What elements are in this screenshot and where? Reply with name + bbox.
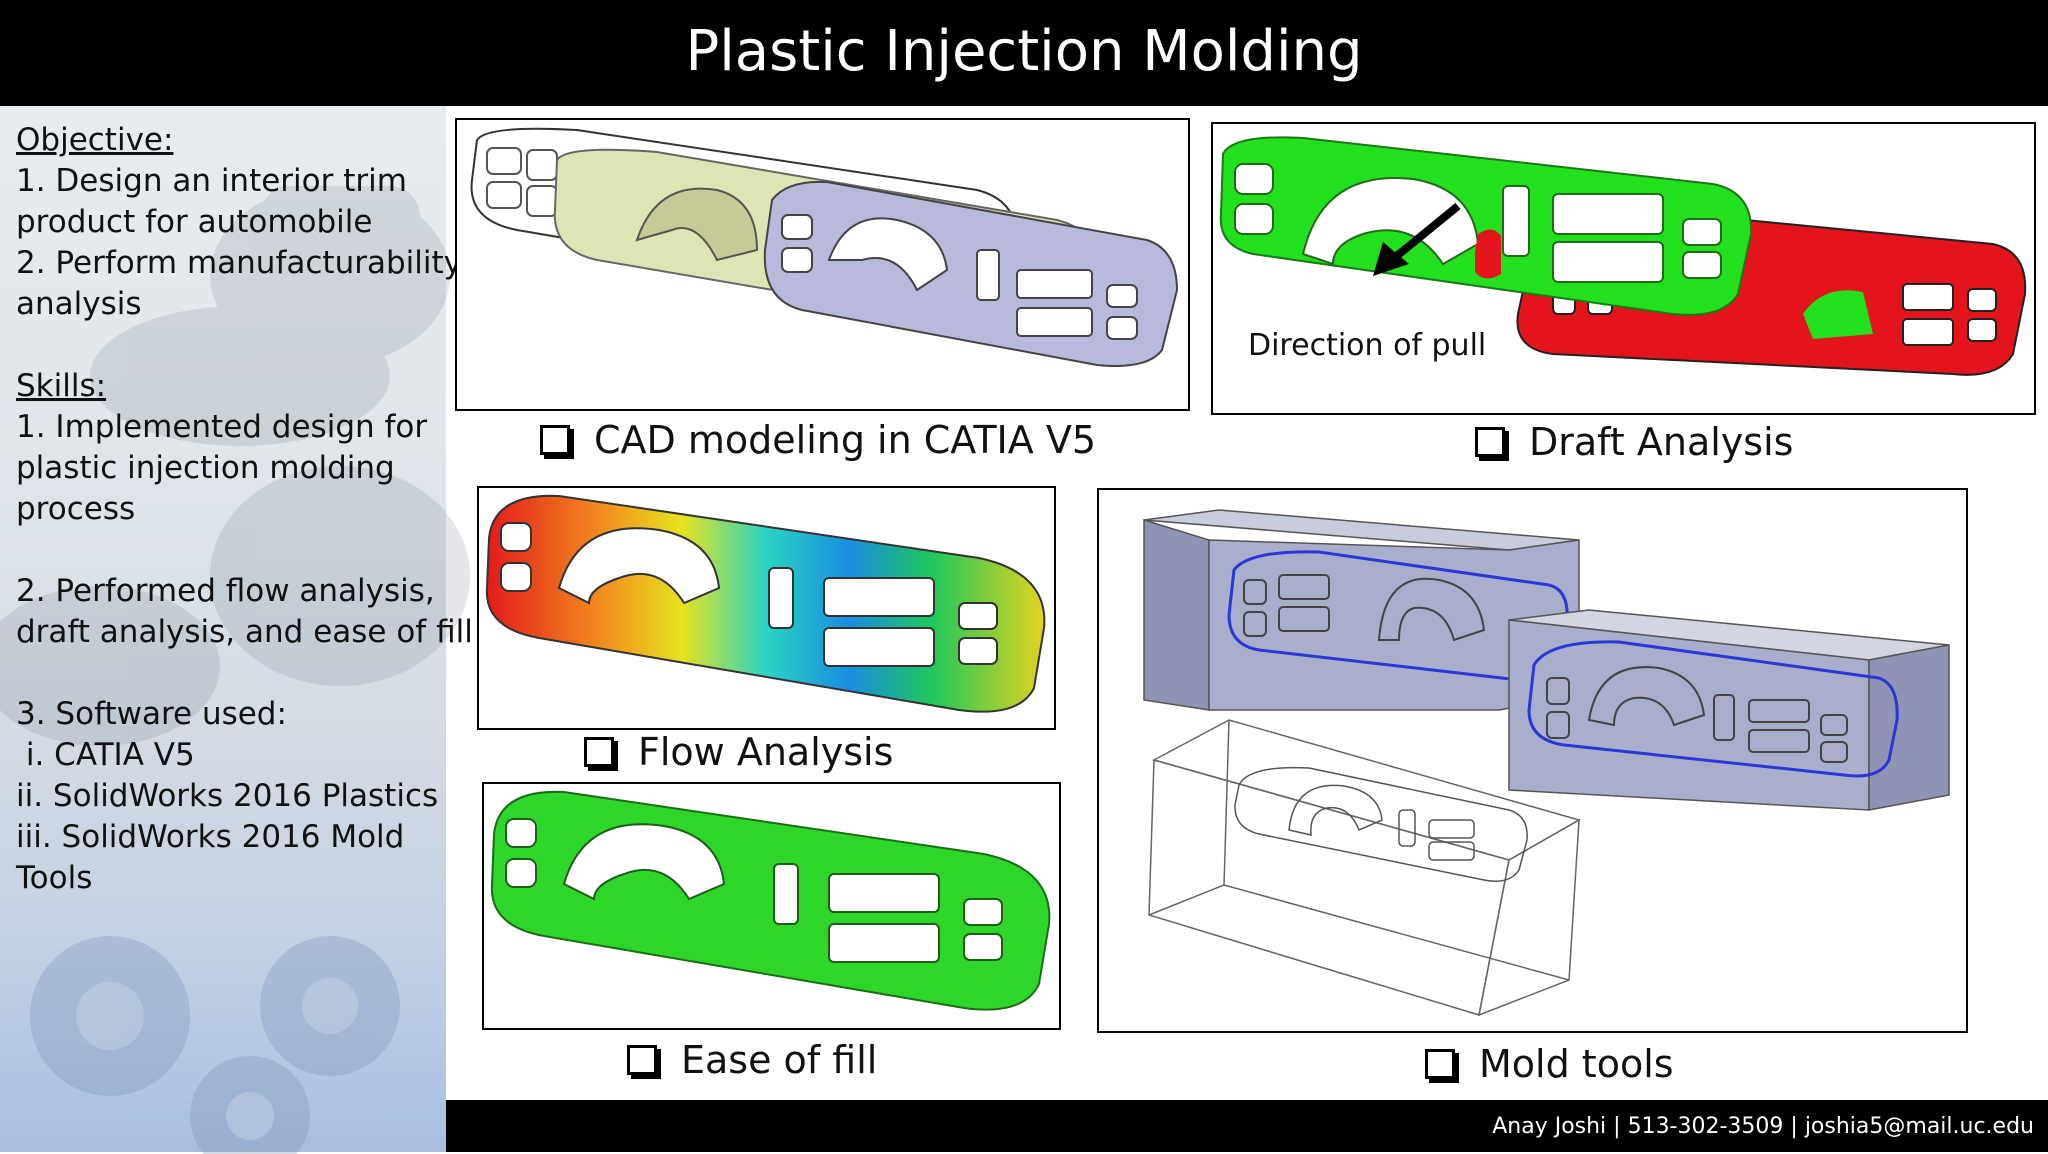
flow-caption: Flow Analysis <box>584 730 893 774</box>
objective-line: analysis <box>16 286 142 322</box>
ease-of-fill-image <box>482 782 1061 1030</box>
sidebar-text: Objective: 1. Design an interior trim pr… <box>16 120 473 899</box>
skills-line: draft analysis, and ease of fill <box>16 614 473 650</box>
objective-heading: Objective: <box>16 122 174 158</box>
software-line: 3. Software used: <box>16 696 287 732</box>
page-title: Plastic Injection Molding <box>685 19 1363 84</box>
software-line: iii. SolidWorks 2016 Mold <box>16 819 405 855</box>
skills-heading: Skills: <box>16 368 107 404</box>
checkbox-bullet-icon <box>627 1045 657 1075</box>
flow-caption-label: Flow Analysis <box>638 730 894 774</box>
sidebar: Objective: 1. Design an interior trim pr… <box>0 106 473 1154</box>
objective-line: 1. Design an interior trim <box>16 163 407 199</box>
draft-caption-label: Draft Analysis <box>1529 420 1794 464</box>
checkbox-bullet-icon <box>584 737 614 767</box>
ease-caption-label: Ease of fill <box>681 1038 878 1082</box>
background-engine-gears-art <box>0 186 470 1154</box>
direction-of-pull-label: Direction of pull <box>1248 328 1487 363</box>
objective-line: 2. Perform manufacturability <box>16 245 462 281</box>
checkbox-bullet-icon <box>1475 427 1505 457</box>
software-line: ii. SolidWorks 2016 Plastics <box>16 778 439 814</box>
software-line: i. CATIA V5 <box>16 737 195 773</box>
draft-caption: Draft Analysis <box>1475 420 1793 464</box>
objective-line: product for automobile <box>16 204 373 240</box>
skills-line: plastic injection molding <box>16 450 395 486</box>
cad-model-image <box>455 118 1190 411</box>
cad-caption-label: CAD modeling in CATIA V5 <box>594 418 1096 462</box>
checkbox-bullet-icon <box>1425 1049 1455 1079</box>
skills-line: 1. Implemented design for <box>16 409 428 445</box>
mold-tools-image <box>1097 488 1968 1033</box>
cad-caption: CAD modeling in CATIA V5 <box>540 418 1096 462</box>
checkbox-bullet-icon <box>540 425 570 455</box>
flow-analysis-image <box>477 486 1056 730</box>
contact-info: Anay Joshi | 513-302-3509 | joshia5@mail… <box>1492 1114 2034 1139</box>
title-bar: Plastic Injection Molding <box>0 0 2048 106</box>
mold-caption: Mold tools <box>1425 1042 1674 1086</box>
skills-line: process <box>16 491 136 527</box>
skills-line: 2. Performed flow analysis, <box>16 573 435 609</box>
mold-caption-label: Mold tools <box>1479 1042 1674 1086</box>
ease-caption: Ease of fill <box>627 1038 877 1082</box>
software-line: Tools <box>16 860 93 896</box>
draft-analysis-image <box>1211 122 2036 415</box>
footer-bar: Anay Joshi | 513-302-3509 | joshia5@mail… <box>446 1100 2048 1152</box>
